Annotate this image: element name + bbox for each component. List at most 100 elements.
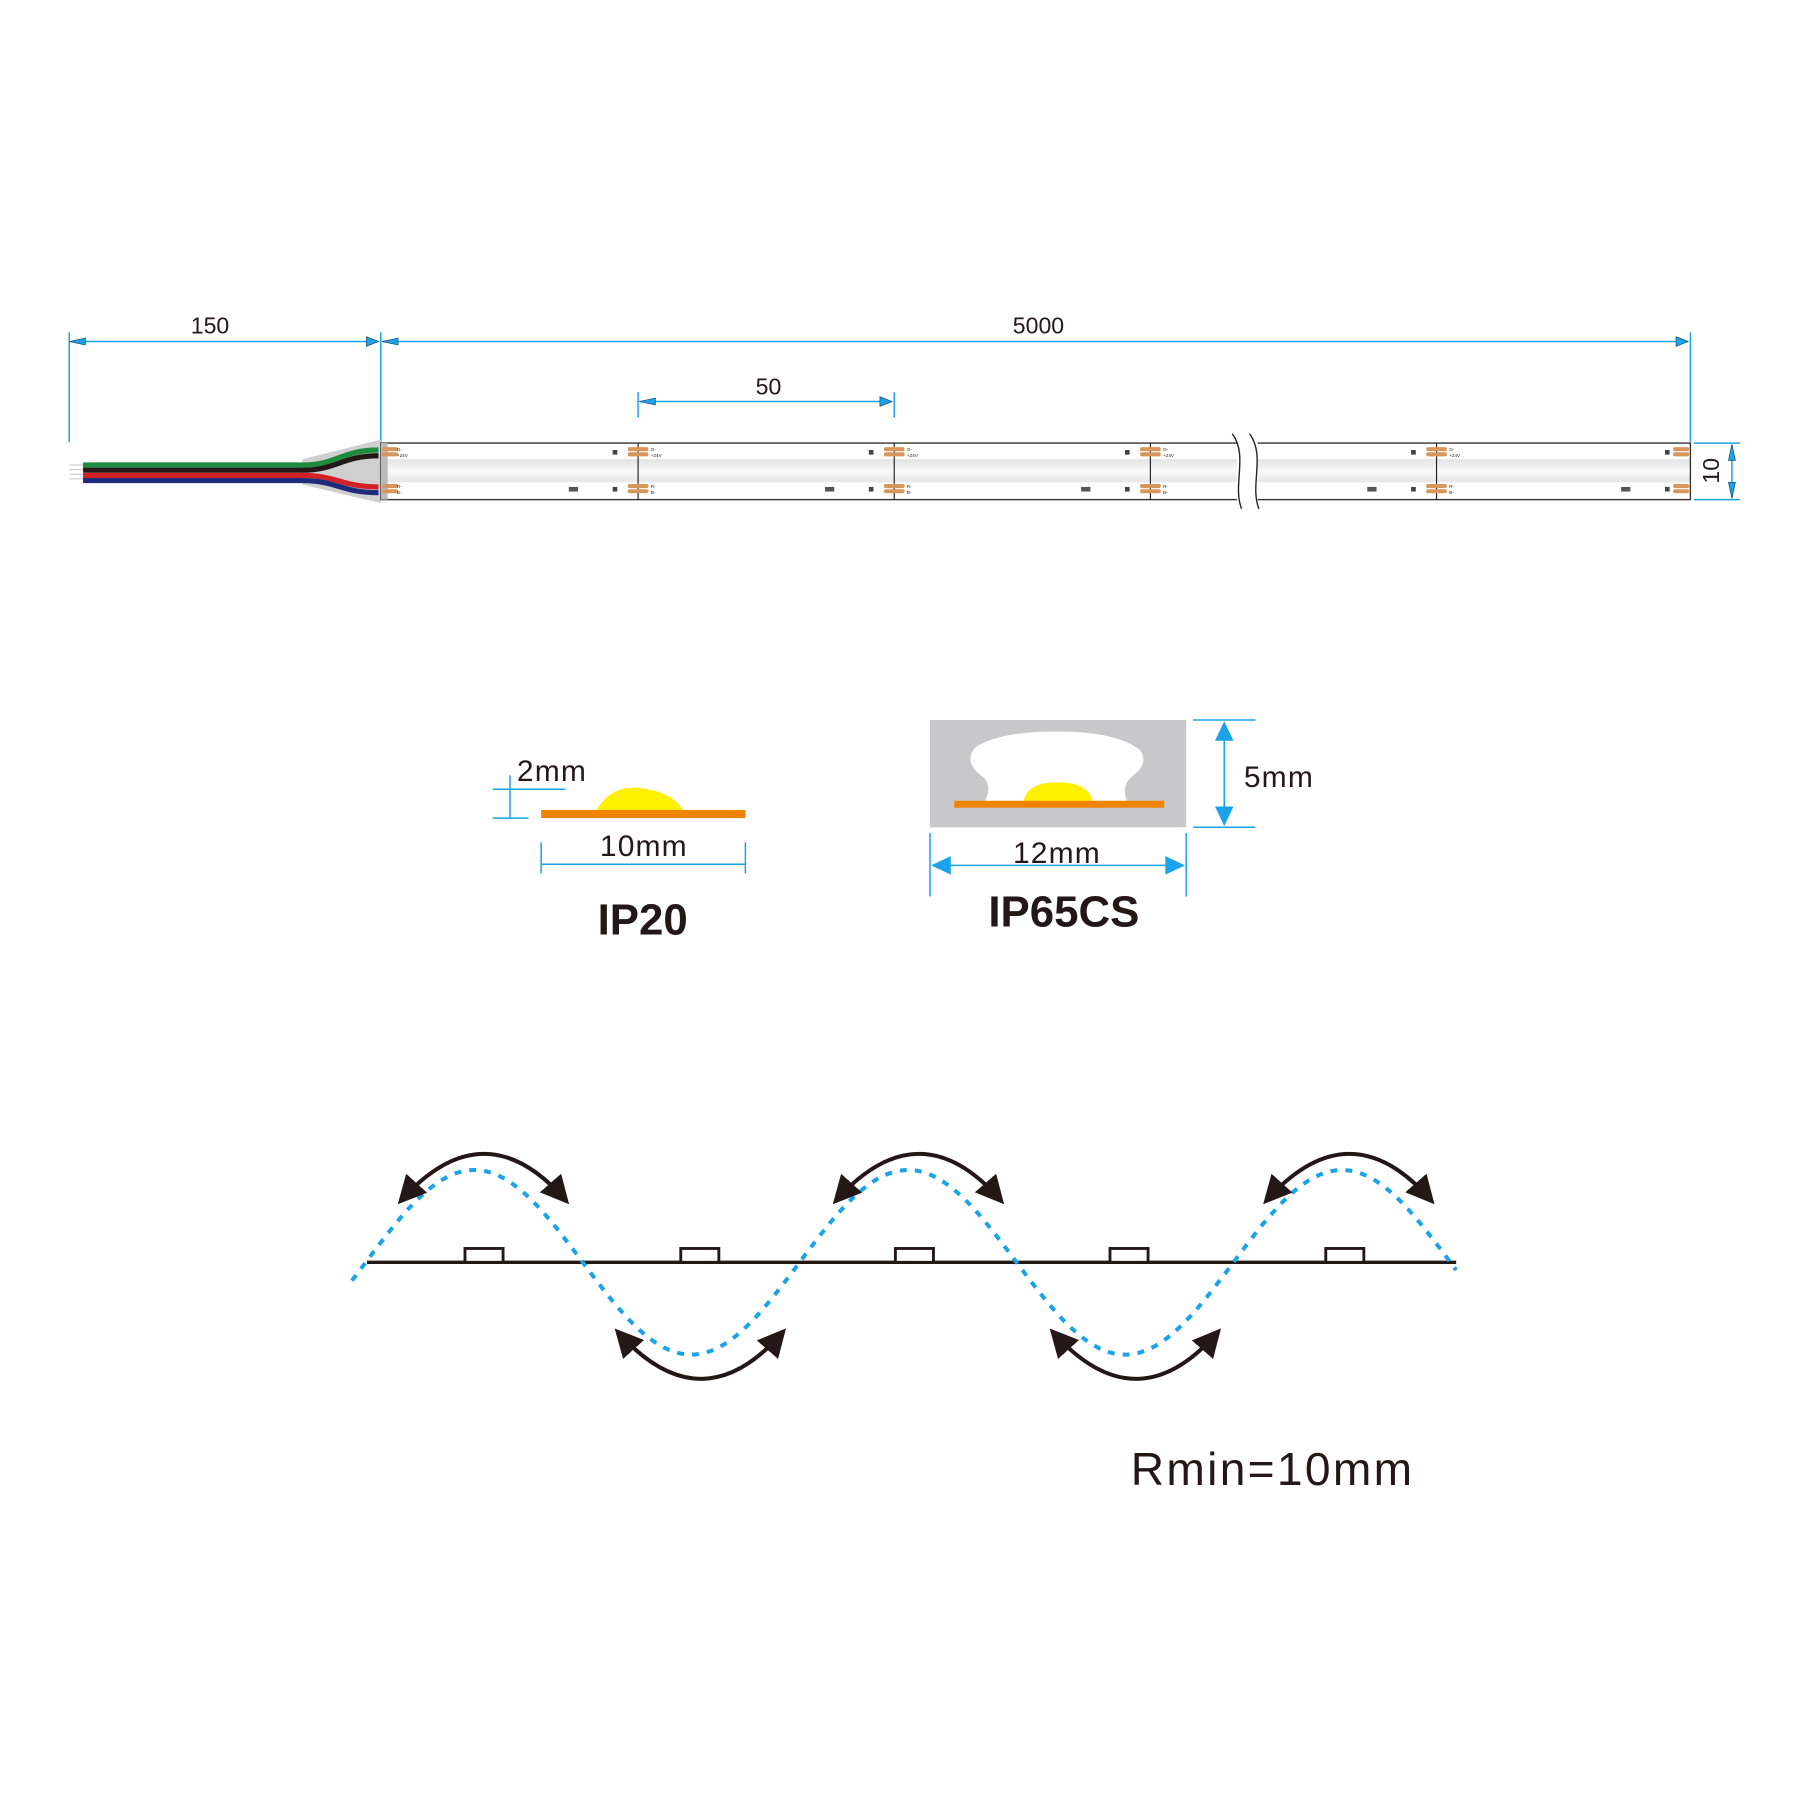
wire xyxy=(83,472,379,490)
resistor xyxy=(1125,450,1130,455)
resistor xyxy=(612,450,618,455)
solder-pad xyxy=(1673,489,1690,494)
break-gap xyxy=(1236,438,1258,506)
ip65cs-cross-section: 5mm 12mm IP65CS xyxy=(929,719,1314,937)
ip20-cross-section: 2mm 10mm IP20 xyxy=(492,755,747,945)
solder-pad xyxy=(381,452,399,457)
break-line xyxy=(1231,433,1243,510)
solder-pad xyxy=(381,484,399,489)
bend-arrow xyxy=(1049,1328,1222,1381)
solder-pad xyxy=(883,447,905,452)
bend-radius-label: Rmin=10mm xyxy=(1131,1443,1415,1495)
solder-pad xyxy=(1426,484,1447,489)
pad-label: G- xyxy=(397,447,403,452)
dim-length-label: 5000 xyxy=(1013,312,1064,338)
break-line xyxy=(1249,433,1260,510)
ip20-height-label: 2mm xyxy=(517,755,587,788)
ip65cs-title: IP65CS xyxy=(988,888,1139,937)
solder-pad xyxy=(381,447,399,452)
ic-chip xyxy=(825,486,835,492)
dimension-strip-length: 5000 xyxy=(381,312,1692,442)
ip20-width-label: 10mm xyxy=(600,830,688,863)
dim-width-label: 10 xyxy=(1698,458,1724,484)
led-chip xyxy=(893,1247,935,1264)
solder-pad xyxy=(1140,484,1161,489)
pad-label: B- xyxy=(1163,490,1168,495)
bend-arrow xyxy=(832,1152,1005,1205)
ip65cs-height-label: 5mm xyxy=(1244,761,1314,794)
pad-label: +24V xyxy=(1163,453,1175,458)
solder-pad xyxy=(883,489,905,494)
solder-pad xyxy=(883,484,905,489)
break-symbol xyxy=(1231,433,1260,510)
pad-label: B- xyxy=(907,490,912,495)
solder-pad xyxy=(1140,447,1161,452)
solder-pad xyxy=(1140,489,1161,494)
led-strip: G-+24VR-B-G-+24VR-B-G-+24VR-B-G-+24VR-B-… xyxy=(380,433,1692,510)
bend-arrow xyxy=(397,1152,570,1205)
dimension-cut-pitch: 50 xyxy=(637,374,895,418)
ip65cs-pcb xyxy=(954,800,1165,808)
led-chip xyxy=(1108,1247,1150,1264)
solder-pad xyxy=(1673,484,1690,489)
ip65cs-phosphor xyxy=(1023,782,1093,802)
led-chip xyxy=(463,1247,505,1264)
pad-label: R- xyxy=(907,484,912,489)
led-chip xyxy=(1324,1247,1366,1264)
solder-pad xyxy=(1673,452,1690,457)
resistor xyxy=(1411,450,1416,455)
pad-label: B- xyxy=(1449,490,1454,495)
ic-chip xyxy=(1081,486,1091,492)
bending-diagram xyxy=(350,1152,1458,1381)
wire xyxy=(83,447,379,468)
bend-curve xyxy=(350,1167,1458,1357)
led-chip xyxy=(679,1247,721,1264)
pad-label: G- xyxy=(1163,447,1169,452)
solder-pad xyxy=(1426,452,1447,457)
pad-label: G- xyxy=(1449,447,1455,452)
ic-chip xyxy=(1367,486,1377,492)
ic-chip xyxy=(568,486,579,492)
ip20-phosphor xyxy=(596,787,684,810)
solder-pad xyxy=(883,452,905,457)
solder-pad xyxy=(1426,489,1447,494)
solder-pad xyxy=(627,484,649,489)
dimension-lead-length: 150 xyxy=(68,312,382,442)
pad-label: +24V xyxy=(651,453,663,458)
pad-label: R- xyxy=(1449,484,1454,489)
pad-label: R- xyxy=(397,484,402,489)
resistor xyxy=(1665,486,1670,492)
ip20-pcb xyxy=(541,810,746,819)
solder-pad xyxy=(627,452,649,457)
ip65cs-width-label: 12mm xyxy=(1013,837,1101,870)
pad-label: B- xyxy=(397,490,402,495)
resistor xyxy=(612,486,618,492)
pad-label: R- xyxy=(651,484,656,489)
dim-pitch-label: 50 xyxy=(756,374,782,400)
solder-pad xyxy=(627,447,649,452)
resistor xyxy=(1665,450,1670,455)
dim-lead-label: 150 xyxy=(191,312,229,338)
wire xyxy=(83,453,379,473)
ic-chip xyxy=(1621,486,1631,492)
pad-label: R- xyxy=(1163,484,1168,489)
bend-arrow xyxy=(1263,1152,1435,1205)
lead-wires xyxy=(69,439,381,504)
resistor xyxy=(868,450,874,455)
solder-pad xyxy=(1673,447,1690,452)
resistor xyxy=(1411,486,1416,492)
solder-pad xyxy=(1426,447,1447,452)
solder-pad xyxy=(1140,452,1161,457)
pad-label: G- xyxy=(907,447,913,452)
pad-label: +24V xyxy=(907,453,919,458)
ip20-title: IP20 xyxy=(598,896,688,945)
resistor xyxy=(868,486,874,492)
wire xyxy=(83,477,379,496)
solder-pad xyxy=(381,489,399,494)
dimension-strip-width: 10 xyxy=(1693,442,1740,501)
pad-label: B- xyxy=(651,490,656,495)
resistor xyxy=(1125,486,1130,492)
solder-pad xyxy=(627,489,649,494)
pad-label: G- xyxy=(651,447,657,452)
